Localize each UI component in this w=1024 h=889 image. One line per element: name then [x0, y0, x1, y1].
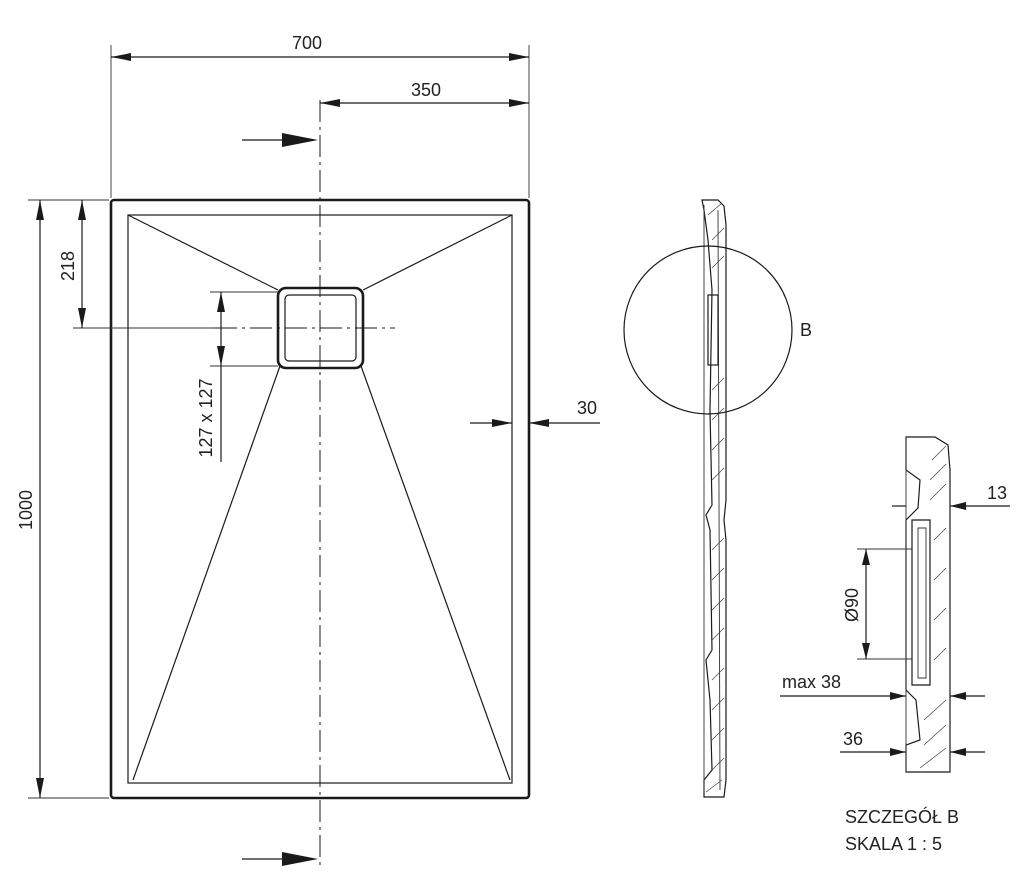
dimension-350: 350	[320, 80, 529, 107]
dimension-13: 13	[892, 483, 1010, 510]
dimension-max38: max 38	[780, 672, 985, 700]
dimension-drain-size: 127 x 127	[196, 291, 278, 462]
dimension-30: 30	[470, 398, 600, 427]
detail-caption-title: SZCZEGÓŁ B	[845, 806, 959, 827]
dim-label-36: 36	[843, 729, 863, 749]
detail-label-b: B	[800, 320, 812, 340]
detail-drain	[911, 519, 931, 686]
section-profile	[701, 199, 727, 798]
dimension-90: Ø90	[842, 548, 912, 660]
dim-label-max38: max 38	[782, 672, 841, 692]
detail-hatching	[919, 445, 947, 769]
section-drain	[707, 294, 719, 366]
detail-caption-scale: SKALA 1 : 5	[845, 834, 942, 854]
plan-view: 700 350 1000 218	[16, 33, 600, 870]
detail-profile	[905, 436, 951, 773]
dim-label-127x127: 127 x 127	[196, 378, 216, 457]
dim-label-13: 13	[987, 483, 1007, 503]
section-arrow-bottom	[242, 852, 318, 866]
dim-label-350: 350	[411, 80, 441, 100]
dimension-1000: 1000	[16, 199, 109, 799]
dim-label-700: 700	[292, 33, 322, 53]
dimension-218: 218	[58, 200, 215, 329]
section-hatching	[705, 202, 725, 793]
dim-label-30: 30	[577, 398, 597, 418]
dimension-700: 700	[110, 33, 530, 198]
section-view: B	[623, 199, 812, 798]
detail-circle-b	[623, 245, 793, 415]
dimension-36: 36	[840, 729, 985, 756]
dim-label-diameter-90: Ø90	[842, 588, 862, 622]
dim-label-218: 218	[58, 251, 78, 281]
slope-lines	[127, 214, 513, 781]
dim-label-1000: 1000	[16, 490, 36, 530]
section-arrow-top	[242, 133, 318, 147]
detail-b-view: 13 Ø90 max 38 36 SZCZEGÓŁ B	[780, 436, 1010, 854]
